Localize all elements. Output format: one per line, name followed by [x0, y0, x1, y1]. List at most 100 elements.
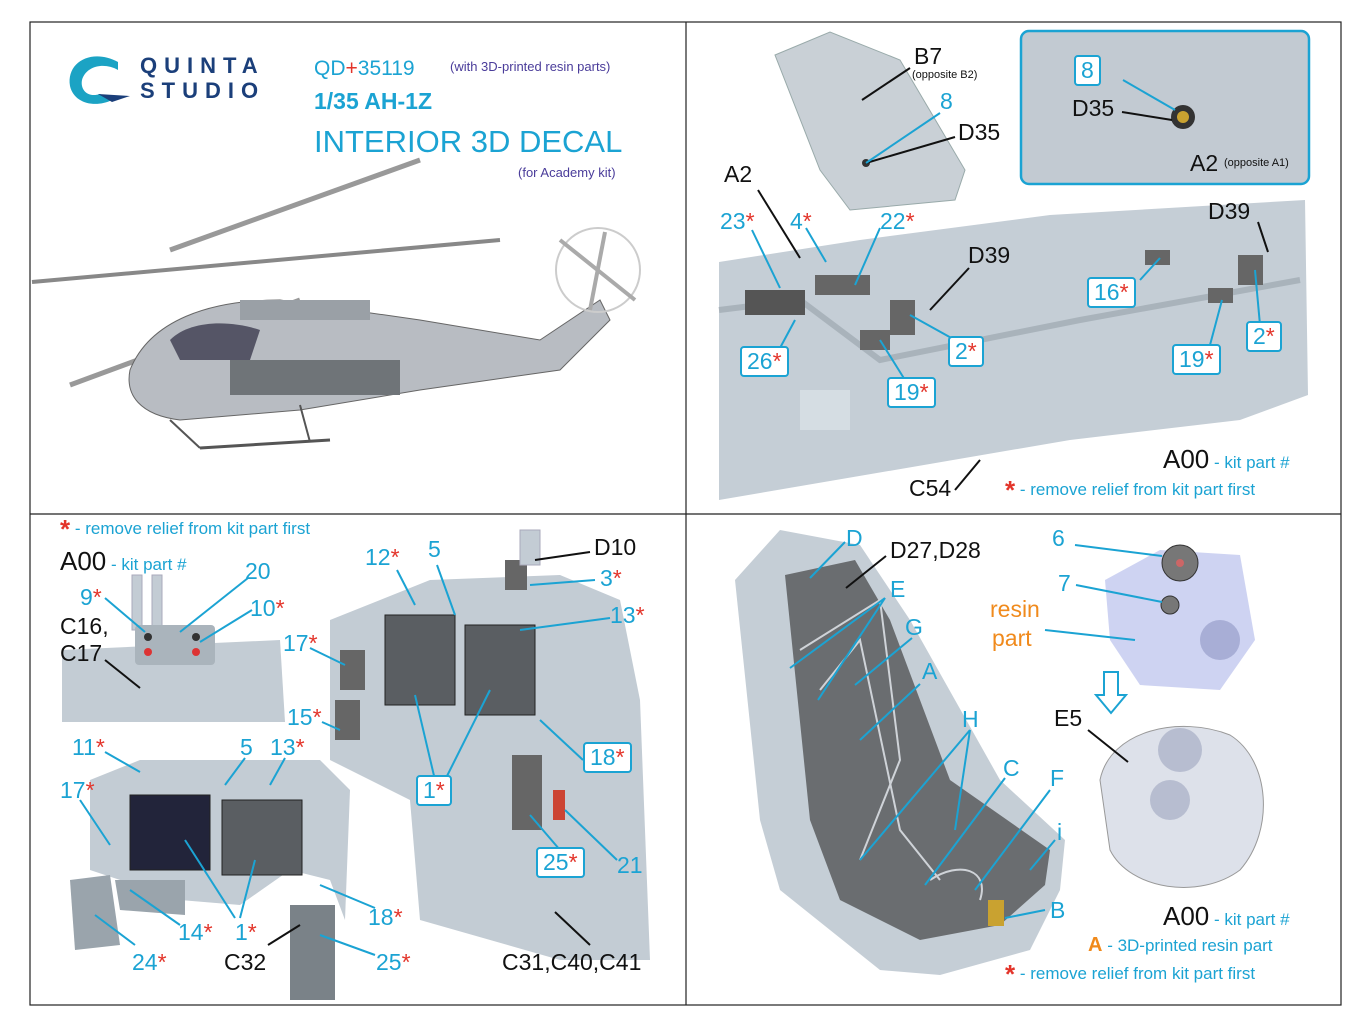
star-icon: *: [919, 379, 929, 405]
legend-text: - remove relief from kit part first: [74, 519, 311, 538]
product-code: QD+35119: [314, 58, 415, 79]
label-text: 19: [1179, 346, 1205, 372]
label-18-lower: 18*: [368, 906, 403, 929]
label-1-upper: 1*: [416, 775, 452, 806]
star-icon: *: [772, 348, 782, 374]
label-c17: C17: [60, 640, 103, 666]
legend-remove-relief-bl: * - remove relief from kit part first: [60, 516, 310, 542]
label-text: 14: [178, 919, 204, 945]
label-text: 10: [250, 595, 276, 621]
label-text: 12: [365, 544, 391, 570]
label-text: 1: [235, 919, 248, 945]
star-icon: *: [308, 630, 318, 656]
star-icon: *: [967, 338, 977, 364]
label-7: 7: [1058, 570, 1071, 596]
label-text: 16: [1094, 279, 1120, 305]
star-icon: *: [745, 208, 755, 234]
star-icon: *: [95, 734, 105, 760]
legend-text: - remove relief from kit part first: [1019, 964, 1256, 983]
label-text: 17: [60, 777, 86, 803]
star-icon: *: [60, 514, 71, 544]
label-5-upper: 5: [428, 536, 441, 562]
legend-kit-part-bl: A00 - kit part #: [60, 548, 187, 574]
label-b7: B7: [914, 43, 943, 69]
code-plus: +: [345, 57, 358, 80]
label-11: 11*: [72, 736, 105, 759]
label-21: 21: [617, 852, 643, 878]
label-24: 24*: [132, 951, 167, 974]
label-e5: E5: [1054, 705, 1083, 731]
label-text: 3: [600, 565, 613, 591]
label-8: 8: [940, 88, 953, 114]
label-25-upper: 25*: [536, 847, 585, 878]
label-c31-c40-c41: C31,C40,C41: [502, 949, 642, 975]
label-1-lower: 1*: [235, 921, 257, 944]
label-text: 11: [72, 734, 96, 760]
star-icon: *: [1265, 323, 1275, 349]
star-icon: *: [393, 904, 403, 930]
legend-resin-part: A - 3D-printed resin part: [1088, 935, 1273, 955]
code-note: (with 3D-printed resin parts): [450, 59, 611, 74]
label-22: 22*: [880, 210, 915, 233]
legend-kit-part: A00 - kit part #: [1163, 446, 1290, 472]
label-19-b: 19*: [1172, 344, 1221, 375]
label-text: 25: [376, 949, 402, 975]
star-icon: *: [92, 584, 102, 610]
label-6: 6: [1052, 525, 1065, 551]
label-2-b: 2*: [1246, 321, 1282, 352]
label-12: 12*: [365, 546, 400, 569]
label-18-upper: 18*: [583, 742, 632, 773]
tail-fin-illustration: [774, 31, 966, 211]
label-2-a: 2*: [948, 336, 984, 367]
resin-part-illustration: [1044, 544, 1264, 888]
quinta-logo-icon: [69, 56, 130, 104]
label-text: 24: [132, 949, 158, 975]
label-17-upper: 17*: [283, 632, 318, 655]
star-icon: *: [1005, 959, 1016, 989]
instrument-panel-lower-illustration: [70, 751, 376, 1000]
label-8-boxed: 8: [1074, 55, 1101, 86]
legend-code: A00: [1163, 901, 1210, 931]
label-opposite-a1: (opposite A1): [1224, 157, 1289, 169]
label-5-lower: 5: [240, 734, 253, 760]
label-text: 19: [894, 379, 920, 405]
star-icon: *: [802, 208, 812, 234]
label-e: E: [890, 576, 906, 602]
arrow-down-icon: [1093, 671, 1129, 715]
label-25-lower: 25*: [376, 951, 411, 974]
label-text: 18: [368, 904, 394, 930]
label-a: A: [922, 658, 938, 684]
label-text: 23: [720, 208, 746, 234]
star-icon: *: [1119, 279, 1129, 305]
label-text: 13: [270, 734, 296, 760]
label-10: 10*: [250, 597, 285, 620]
legend-code: A00: [1163, 444, 1210, 474]
label-d10: D10: [594, 534, 637, 560]
label-c32: C32: [224, 949, 267, 975]
star-icon: *: [568, 849, 578, 875]
legend-text: - kit part #: [111, 555, 187, 574]
star-icon: *: [401, 949, 411, 975]
star-icon: *: [635, 602, 645, 628]
label-d35-inset: D35: [1072, 95, 1115, 121]
star-icon: *: [1204, 346, 1214, 372]
label-text: 1: [423, 777, 436, 803]
star-icon: *: [390, 544, 400, 570]
star-icon: *: [85, 777, 95, 803]
label-text: 15: [287, 704, 313, 730]
star-icon: *: [312, 704, 322, 730]
label-text: 17: [283, 630, 309, 656]
label-i: i: [1057, 819, 1063, 845]
label-d35: D35: [958, 119, 1001, 145]
label-d27-d28: D27,D28: [890, 537, 981, 563]
helicopter-illustration: [31, 157, 641, 450]
label-15: 15*: [287, 706, 322, 729]
label-13-upper: 13*: [610, 604, 645, 627]
label-26: 26*: [740, 346, 789, 377]
label-text: 18: [590, 744, 616, 770]
star-icon: *: [157, 949, 167, 975]
label-text: 22: [880, 208, 906, 234]
label-d: D: [846, 525, 863, 551]
legend-text: - 3D-printed resin part: [1107, 936, 1273, 955]
code-prefix: QD: [314, 57, 346, 80]
